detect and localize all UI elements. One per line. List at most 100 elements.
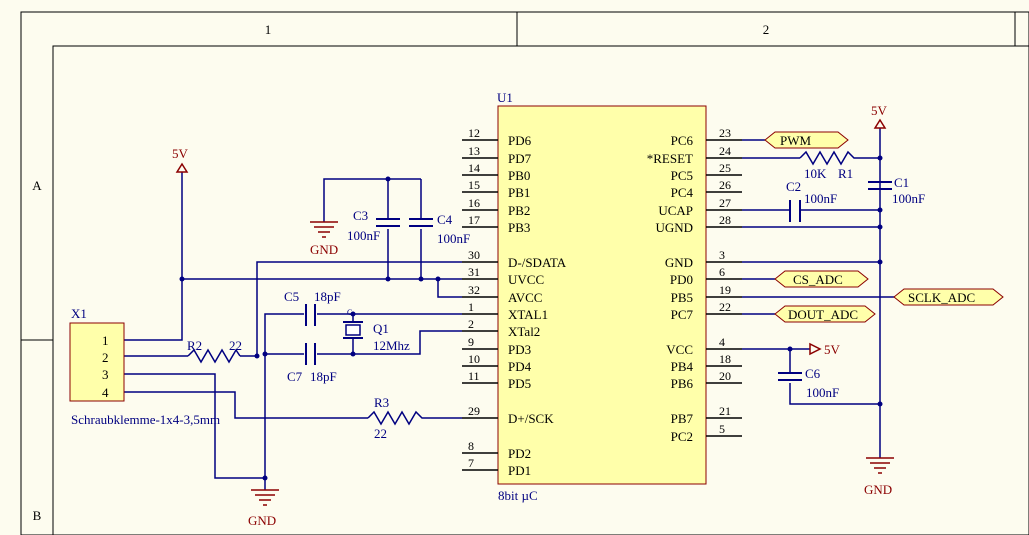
- mcu-pin-number: 6: [719, 265, 725, 279]
- mcu-pin--reset[interactable]: 24*RESET: [647, 144, 742, 166]
- mcu-body: [497, 105, 707, 485]
- mcu-pin-number: 19: [719, 283, 731, 297]
- mcu-pin-number: 24: [719, 144, 731, 158]
- capacitor-c4[interactable]: C4 100nF: [409, 212, 470, 246]
- mcu-pin-name: PD7: [508, 151, 532, 166]
- mcu-pin-name: AVCC: [508, 290, 542, 305]
- r1-value: 10K: [804, 166, 827, 181]
- mcu-pin-name: XTAL1: [508, 307, 548, 322]
- mcu-pin-name: UVCC: [508, 272, 544, 287]
- mcu-pin-number: 16: [468, 196, 480, 210]
- x1-pin-1: 1: [102, 333, 109, 348]
- c6-designator: C6: [805, 366, 821, 381]
- capacitor-c7[interactable]: C7 18pF: [287, 343, 337, 384]
- resistor-r2[interactable]: R2 22: [187, 338, 242, 364]
- mcu-pin-name: PB3: [508, 220, 530, 235]
- mcu-pin-number: 18: [719, 352, 731, 366]
- mcu-pin-number: 20: [719, 369, 731, 383]
- c4-value: 100nF: [437, 231, 470, 246]
- mcu-pin-name: PD3: [508, 342, 531, 357]
- power-5v-right[interactable]: 5V: [871, 103, 888, 129]
- resistor-r3[interactable]: R3 22: [367, 395, 426, 441]
- capacitor-c3[interactable]: C3 100nF: [347, 208, 400, 243]
- ground-right[interactable]: GND: [864, 457, 894, 497]
- ground-x1-label: GND: [248, 513, 276, 528]
- port-cs-adc[interactable]: CS_ADC: [774, 270, 869, 288]
- mcu-pin-name: GND: [665, 255, 693, 270]
- port-cs-adc-label: CS_ADC: [793, 272, 843, 287]
- port-sclk-adc-label: SCLK_ADC: [908, 290, 975, 305]
- x1-pin-4: 4: [102, 385, 109, 400]
- mcu-pin-name: UGND: [655, 220, 693, 235]
- x1-pin-3: 3: [102, 367, 109, 382]
- port-pwm[interactable]: PWM: [764, 131, 849, 149]
- port-dout-adc[interactable]: DOUT_ADC: [774, 305, 876, 323]
- c1-value: 100nF: [892, 191, 925, 206]
- power-5v-vcc[interactable]: 5V: [809, 342, 841, 357]
- mcu-pin-number: 1: [468, 300, 474, 314]
- zone-col-1: 1: [265, 22, 272, 37]
- power-5v-left[interactable]: 5V: [172, 146, 189, 173]
- mcu-pin-name: PD5: [508, 376, 531, 391]
- mcu-pin-name: D-/SDATA: [508, 255, 567, 270]
- capacitor-c2[interactable]: C2 100nF: [786, 179, 837, 222]
- mcu-pin-name: PB2: [508, 203, 530, 218]
- port-sclk-adc[interactable]: SCLK_ADC: [893, 288, 1004, 306]
- ground-x1[interactable]: GND: [248, 489, 279, 528]
- mcu-pin-name: PD4: [508, 359, 532, 374]
- resistor-r1[interactable]: 10K R1: [799, 150, 858, 181]
- q1-ref-small: C: [347, 308, 352, 317]
- mcu-pin-name: XTal2: [508, 324, 540, 339]
- port-dout-adc-label: DOUT_ADC: [788, 307, 858, 322]
- mcu-pin-name: PD0: [670, 272, 693, 287]
- capacitor-c1[interactable]: C1 100nF: [868, 175, 925, 206]
- r3-value: 22: [374, 426, 387, 441]
- c3-designator: C3: [353, 208, 368, 223]
- mcu-pin-number: 27: [719, 196, 731, 210]
- capacitor-c6[interactable]: C6 100nF: [778, 366, 839, 400]
- capacitor-c5[interactable]: C5 18pF: [284, 289, 341, 326]
- c5-designator: C5: [284, 289, 299, 304]
- mcu-pin-name: PD6: [508, 133, 532, 148]
- crystal-q1[interactable]: C Q1 12Mhz: [343, 308, 410, 353]
- mcu-pin-number: 10: [468, 352, 480, 366]
- connector-x1[interactable]: X1 1 2 3 4 Schraubklemme-1x4-3,5mm: [69, 306, 220, 427]
- mcu-pin-name: PB5: [671, 290, 693, 305]
- junctions: [179, 155, 883, 481]
- ground-c3[interactable]: GND: [310, 221, 338, 257]
